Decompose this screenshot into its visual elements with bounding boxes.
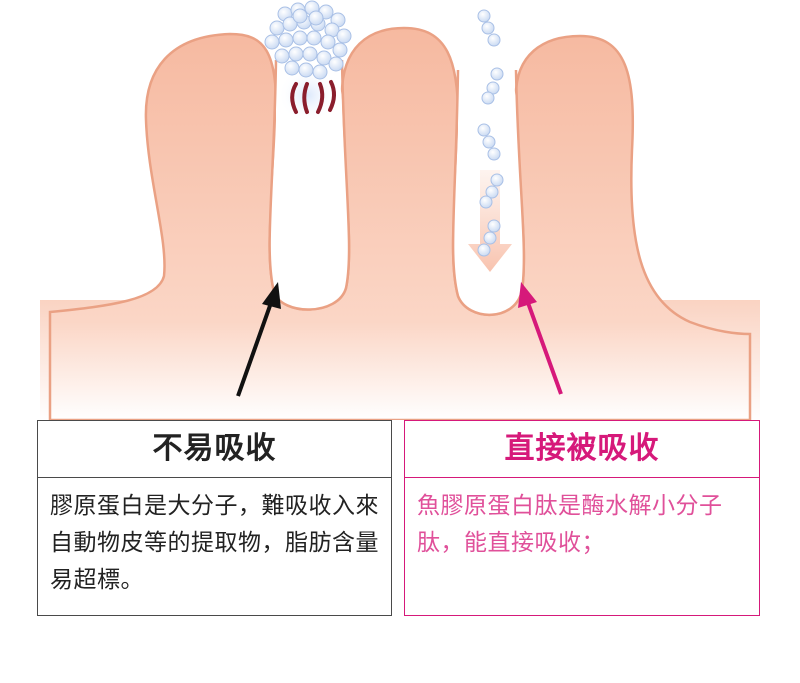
large-collagen-molecule	[264, 0, 352, 80]
molecule-bead	[264, 34, 280, 50]
hard-to-absorb-title: 不易吸收	[38, 421, 391, 478]
peptide-bead	[477, 123, 491, 137]
blocked-marks	[290, 80, 336, 114]
molecule-bead	[284, 60, 300, 76]
molecule-bead	[292, 8, 308, 24]
molecule-bead	[308, 10, 324, 26]
peptide-bead	[477, 243, 491, 257]
pink-pointer-arrow	[518, 282, 563, 395]
molecule-bead	[306, 30, 322, 46]
small-peptide-beads	[477, 9, 504, 257]
villi-tissue	[48, 26, 752, 420]
directly-absorbed-text: 魚膠原蛋白肽是酶水解小分子肽，能直接吸收；	[417, 493, 723, 556]
molecule-bead	[320, 34, 336, 50]
peptide-bead	[483, 231, 497, 245]
molecule-bead	[302, 46, 318, 62]
intestinal-villi-illustration	[40, 0, 760, 420]
molecule-bead	[312, 64, 328, 80]
gap-right-outline	[451, 69, 526, 317]
hard-to-absorb-box: 不易吸收 膠原蛋白是大分子，難吸收入來自動物皮等的提取物，脂肪含量易超標。	[37, 420, 392, 616]
peptide-bead	[482, 135, 496, 149]
molecule-bead	[274, 48, 290, 64]
molecule-bead	[288, 46, 304, 62]
molecule-bead	[332, 42, 348, 58]
black-pointer-arrow	[236, 282, 281, 397]
directly-absorbed-title: 直接被吸收	[405, 421, 759, 478]
molecule-bead	[316, 50, 332, 66]
peptide-bead	[481, 91, 495, 105]
molecule-bead	[269, 20, 285, 36]
peptide-bead	[477, 9, 491, 23]
peptide-bead	[481, 21, 495, 35]
molecule-bead	[278, 32, 294, 48]
molecule-bead	[298, 62, 314, 78]
peptide-bead	[487, 219, 501, 233]
gap-left-outline	[268, 59, 351, 311]
hard-to-absorb-text: 膠原蛋白是大分子，難吸收入來自動物皮等的提取物，脂肪含量易超標。	[50, 493, 379, 593]
peptide-bead	[479, 195, 493, 209]
molecule-bead	[336, 28, 352, 44]
peptide-bead	[490, 67, 504, 81]
peptide-bead	[487, 33, 501, 47]
directly-absorbed-box: 直接被吸收 魚膠原蛋白肽是酶水解小分子肽，能直接吸收；	[404, 420, 760, 616]
peptide-bead	[490, 173, 504, 187]
molecule-bead	[328, 56, 344, 72]
molecule-bead	[292, 30, 308, 46]
peptide-bead	[487, 147, 501, 161]
peptide-bead	[485, 185, 499, 199]
